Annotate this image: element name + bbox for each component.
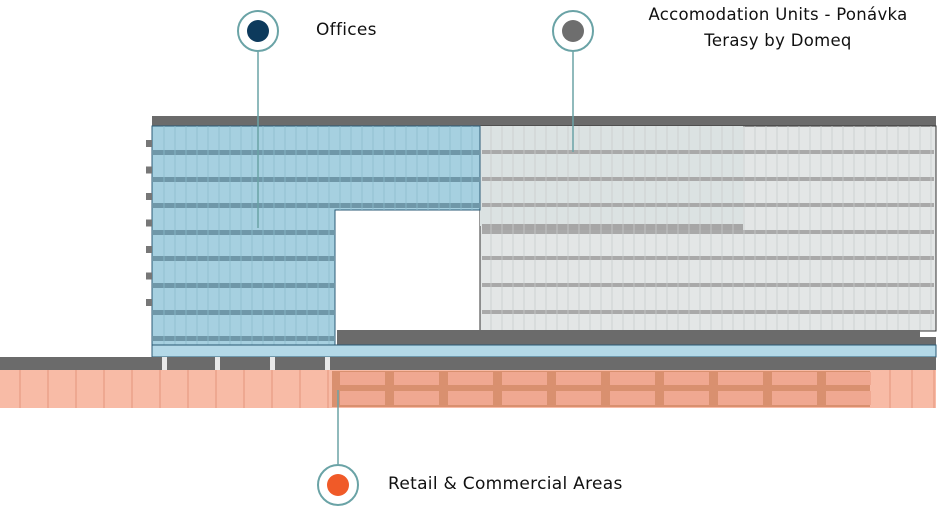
retail-panel (394, 391, 439, 405)
office-floor-band (152, 283, 335, 288)
residential-floor-band (482, 230, 934, 234)
office-floor-band (152, 230, 335, 235)
retail-panel (502, 372, 547, 385)
offices-marker-icon (247, 20, 269, 42)
office-side-balcony (146, 299, 152, 306)
office-side-balcony (146, 272, 152, 280)
column (325, 357, 330, 370)
retail-label: Retail & Commercial Areas (388, 474, 623, 494)
retail-panel (718, 391, 763, 405)
residential-floor-band (482, 310, 934, 314)
podium-glass-strip (151, 344, 937, 358)
retail-panel (664, 372, 709, 385)
residential-floor-band (482, 203, 934, 207)
offices-label: Offices (316, 20, 377, 40)
office-side-balcony (146, 166, 152, 174)
retail-marker-icon (327, 474, 349, 496)
retail-panel (448, 372, 493, 385)
residential-floor-band (482, 256, 934, 260)
office-side-balcony (146, 246, 152, 253)
office-side-balcony (146, 193, 152, 200)
office-side-balcony (146, 140, 152, 147)
residential-upper-glazing (480, 126, 743, 226)
office-floor-band (152, 310, 335, 315)
retail-panel (610, 391, 655, 405)
column (215, 357, 220, 370)
residential-floor-band (482, 177, 934, 181)
terrace-slab (482, 224, 743, 234)
office-floor-band (152, 256, 335, 261)
residential-floor-band (482, 150, 934, 154)
retail-panel (664, 391, 709, 405)
office-floor-band (152, 203, 480, 208)
residential-base-slab (337, 330, 936, 345)
roof-band (152, 116, 936, 126)
retail-panel (448, 391, 493, 405)
column (270, 357, 275, 370)
retail-panel (556, 391, 601, 405)
retail-panel (340, 391, 385, 405)
accommodation-label-line2: Terasy by Domeq (704, 31, 852, 50)
retail-panel (772, 372, 817, 385)
office-floor-band (152, 177, 480, 182)
retail-panel (340, 372, 385, 385)
accommodation-marker-icon (562, 20, 584, 42)
retail-panel (826, 372, 871, 385)
residential-floor-band (482, 283, 934, 287)
column (162, 357, 167, 370)
retail-panel (610, 372, 655, 385)
office-floor-band (152, 336, 335, 341)
office-side-balcony (146, 219, 152, 227)
retail-panel (772, 391, 817, 405)
retail-panel (718, 372, 763, 385)
accommodation-label-line1: Accomodation Units - Ponávka (648, 5, 908, 24)
retail-panel (502, 391, 547, 405)
retail-panel (556, 372, 601, 385)
retail-panel (826, 391, 871, 405)
ground-slab (0, 357, 936, 370)
office-floor-band (152, 150, 480, 155)
retail-panel (394, 372, 439, 385)
